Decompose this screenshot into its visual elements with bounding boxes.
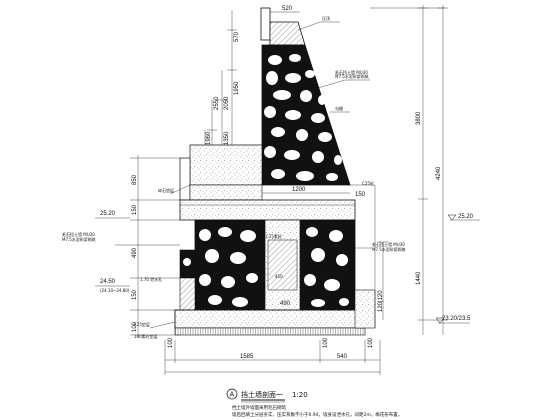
dim-bottom-100b: 100 — [323, 337, 329, 348]
note-1: 挡土墙外墙面采用毛石砌筑 — [232, 404, 286, 411]
width-dims: 1200 150 490 — [262, 187, 366, 307]
drawing-title: A 挡土墙剖面一 1:20 挡土墙外墙面采用毛石砌筑 墙后回填土分层夯实，压实系… — [226, 388, 402, 418]
elev-left-mid: 24.50 — [100, 279, 116, 285]
dim-left-850: 850 — [132, 174, 138, 185]
label-center-note: C15素砼 — [266, 233, 282, 239]
center-core-hatch — [267, 239, 298, 291]
dim-1200: 1200 — [292, 187, 306, 193]
dim-left-150: 150 — [132, 204, 138, 215]
dim-1960: 1960 — [206, 131, 212, 145]
dim-1950: 1950 — [234, 81, 240, 95]
dim-right-1440: 1440 — [416, 271, 422, 285]
label-c25-base: C25垫层 — [134, 321, 150, 327]
dim-bottom-100c: 100 — [368, 337, 374, 348]
label-left-stone: 毛石挡土墙 MU30 — [62, 231, 95, 237]
dim-150-right: 150 — [355, 192, 366, 198]
dim-right-4240: 4240 — [436, 166, 442, 180]
dim-2550: 2550 — [214, 96, 220, 110]
elev-right-bottom: 23.20/23.5 — [442, 316, 471, 322]
label-cap: 压顶 — [322, 16, 330, 21]
bottom-dimension-group: 1585 540 100 100 100 — [164, 337, 381, 375]
label-stone-1b: M7.5水泥砂浆砌筑 — [335, 73, 369, 79]
lower-stones — [199, 227, 349, 307]
label-c25-top: C25砼 — [362, 180, 374, 186]
base-footing — [174, 309, 366, 329]
label-stone-1: 毛石挡土墙 MU30 — [335, 69, 368, 75]
dim-left-100: 100 — [132, 321, 138, 332]
title-letter: A — [230, 391, 235, 399]
elev-right-mid: 25.20 — [458, 214, 474, 220]
base-vlines — [174, 327, 366, 336]
dim-120-120: 120|120 — [378, 290, 384, 312]
wall-cap — [269, 21, 306, 46]
label-mortar: 勾缝 — [335, 105, 343, 111]
label-pad: 100素砼垫层 — [134, 333, 158, 339]
dim-570: 570 — [234, 31, 240, 42]
dim-left-490: 490 — [132, 247, 138, 258]
dim-2050: 2050 — [224, 96, 230, 110]
leader-labels: 压顶 毛石挡土墙 MU30 M7.5水泥砂浆砌筑 勾缝 C25砼 毛石挡土墙 M… — [62, 16, 406, 339]
note-2: 墙后回填土分层夯实，压实系数不小于0.94，墙身设泄水孔，间距2m，梅花形布置。 — [232, 411, 402, 418]
dim-490: 490 — [280, 301, 291, 307]
right-base-step — [354, 289, 376, 329]
dim-bottom-100a: 100 — [168, 337, 174, 348]
dim-right-3800: 3800 — [416, 111, 422, 125]
right-dimension-group: 3800 4240 1440 120|120 — [370, 5, 448, 335]
label-gravel: 碎石垫层 — [158, 187, 174, 193]
elev-left-top: 25.20 — [100, 211, 116, 217]
right-elevations: 25.20 23.20/23.5 — [435, 214, 480, 324]
planter-wall — [179, 157, 191, 201]
title-scale: 1:20 — [292, 391, 308, 399]
dim-bottom-1585: 1585 — [240, 354, 254, 360]
dim-bottom-540: 540 — [337, 354, 348, 360]
concrete-beam — [179, 199, 356, 221]
planter-fill — [189, 144, 263, 186]
label-stone-2: 毛石挡土墙 MU30 — [372, 241, 405, 247]
label-bar-note: 1.70 泄水孔 — [140, 276, 162, 282]
label-stone-2b: M7.5水泥砂浆砌筑 — [372, 246, 406, 252]
dim-1350: 1350 — [224, 131, 230, 145]
planter-inner — [189, 184, 263, 201]
label-left-stone-b: M7.5水泥砂浆砌筑 — [62, 236, 96, 242]
wall-top-post — [260, 7, 271, 41]
left-gravel-block — [179, 277, 196, 311]
label-drain: 450 — [275, 274, 283, 279]
dim-left-150b: 150 — [132, 289, 138, 300]
left-dimension-group: 850 150 490 150 100 25.20 24.50 (24.10~2… — [95, 155, 180, 338]
dim-top-520: 520 — [282, 6, 293, 12]
elev-left-mid-note: (24.10~24.80) — [100, 288, 130, 293]
upper-stones — [264, 54, 342, 181]
title-text: 挡土墙剖面一 — [241, 390, 283, 399]
